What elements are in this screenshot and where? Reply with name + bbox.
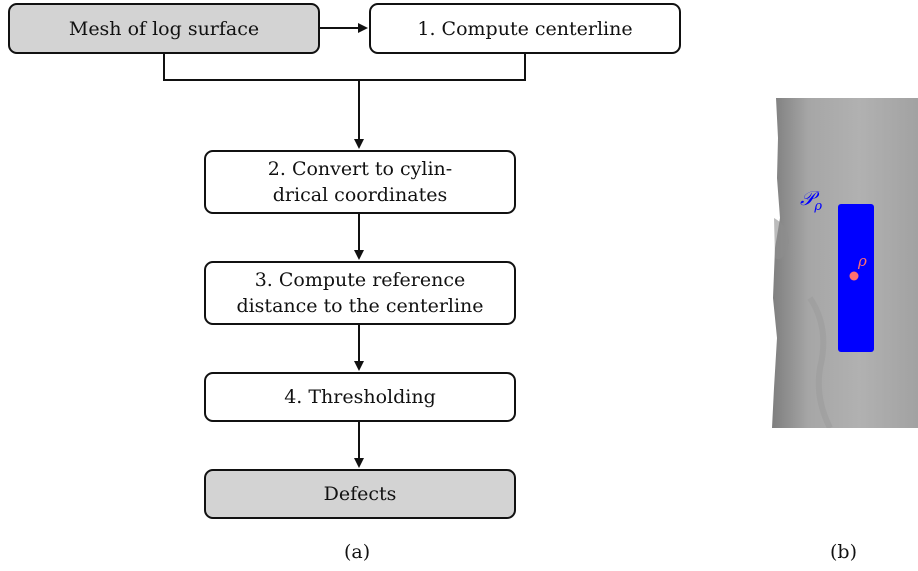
node-step4-label: 4. Thresholding — [284, 386, 436, 408]
point-label: ρ — [858, 252, 867, 270]
patch-label: 𝒫ρ — [800, 186, 822, 214]
patch-label-symbol: 𝒫 — [800, 186, 815, 210]
node-step3: 3. Compute reference distance to the cen… — [204, 261, 516, 325]
point-label-text: ρ — [858, 252, 867, 270]
node-step2-line1: 2. Convert to cylin- — [267, 158, 453, 180]
node-step2-line2: drical coordinates — [272, 184, 448, 206]
log-surface-render — [772, 98, 918, 428]
caption-b-text: (b) — [830, 541, 857, 563]
node-step1: 1. Compute centerline — [369, 3, 681, 54]
node-output: Defects — [204, 469, 516, 519]
node-step1-label: 1. Compute centerline — [417, 17, 633, 40]
node-input-label: Mesh of log surface — [68, 17, 260, 40]
node-step3-line1: 3. Compute reference — [254, 269, 466, 291]
patch-label-sub: ρ — [814, 199, 823, 214]
surface-bump — [774, 218, 789, 260]
surface-shading — [807, 296, 833, 428]
merge-line — [163, 54, 526, 81]
node-step2: 2. Convert to cylin- drical coordinates — [204, 150, 516, 214]
node-output-label: Defects — [323, 483, 397, 505]
caption-a: (a) — [344, 541, 370, 563]
caption-a-text: (a) — [344, 541, 371, 563]
node-input: Mesh of log surface — [8, 3, 320, 54]
node-step3-line2: distance to the centerline — [236, 295, 484, 317]
node-step4: 4. Thresholding — [204, 372, 516, 422]
center-point — [849, 271, 859, 281]
caption-b: (b) — [830, 541, 857, 563]
